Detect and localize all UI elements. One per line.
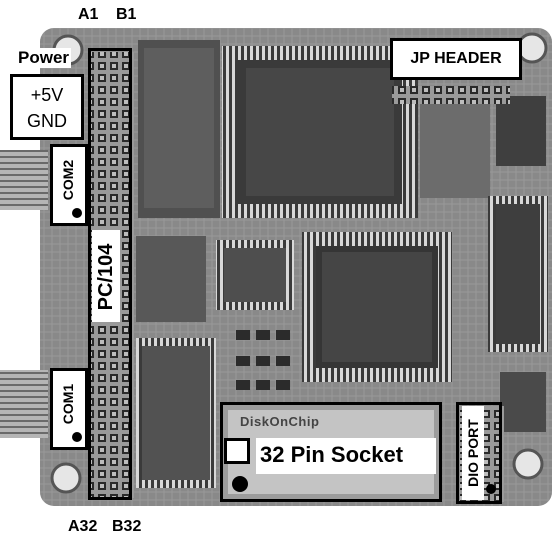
jp-header-label: JP HEADER bbox=[390, 38, 522, 80]
socket-pin1-dot bbox=[232, 476, 248, 492]
socket-pin1-square bbox=[224, 438, 250, 464]
dio-port-label: DIO PORT bbox=[465, 419, 481, 487]
dio-pin1-dot bbox=[486, 484, 496, 494]
power-5v-label: +5V bbox=[30, 85, 64, 105]
com2-label: COM2 bbox=[60, 159, 76, 201]
com1-label: COM1 bbox=[60, 383, 76, 425]
dio-port-label-bg bbox=[462, 406, 484, 500]
pin-label-b1: B1 bbox=[116, 6, 137, 23]
pc104-label: PC/104 bbox=[95, 243, 117, 311]
com1-box: COM1 bbox=[50, 368, 88, 450]
socket-label: 32 Pin Socket bbox=[260, 442, 404, 467]
pin-label-a32: A32 bbox=[68, 518, 98, 535]
chip-marking: DiskOnChip bbox=[240, 414, 320, 429]
pc104-header-outline bbox=[88, 48, 132, 500]
pc104-label-bg bbox=[92, 230, 120, 322]
com1-pin1-dot bbox=[72, 432, 82, 442]
power-box: +5V GND bbox=[10, 74, 84, 140]
com2-pin1-dot bbox=[72, 208, 82, 218]
dio-port-outline bbox=[456, 402, 502, 504]
socket-outline bbox=[220, 402, 442, 502]
com2-box: COM2 bbox=[50, 144, 88, 226]
power-gnd-label: GND bbox=[27, 111, 67, 131]
power-title: Power bbox=[16, 48, 72, 68]
socket-label-bg bbox=[256, 438, 436, 474]
pin-label-a1: A1 bbox=[78, 6, 99, 23]
pin-label-b32: B32 bbox=[112, 518, 142, 535]
